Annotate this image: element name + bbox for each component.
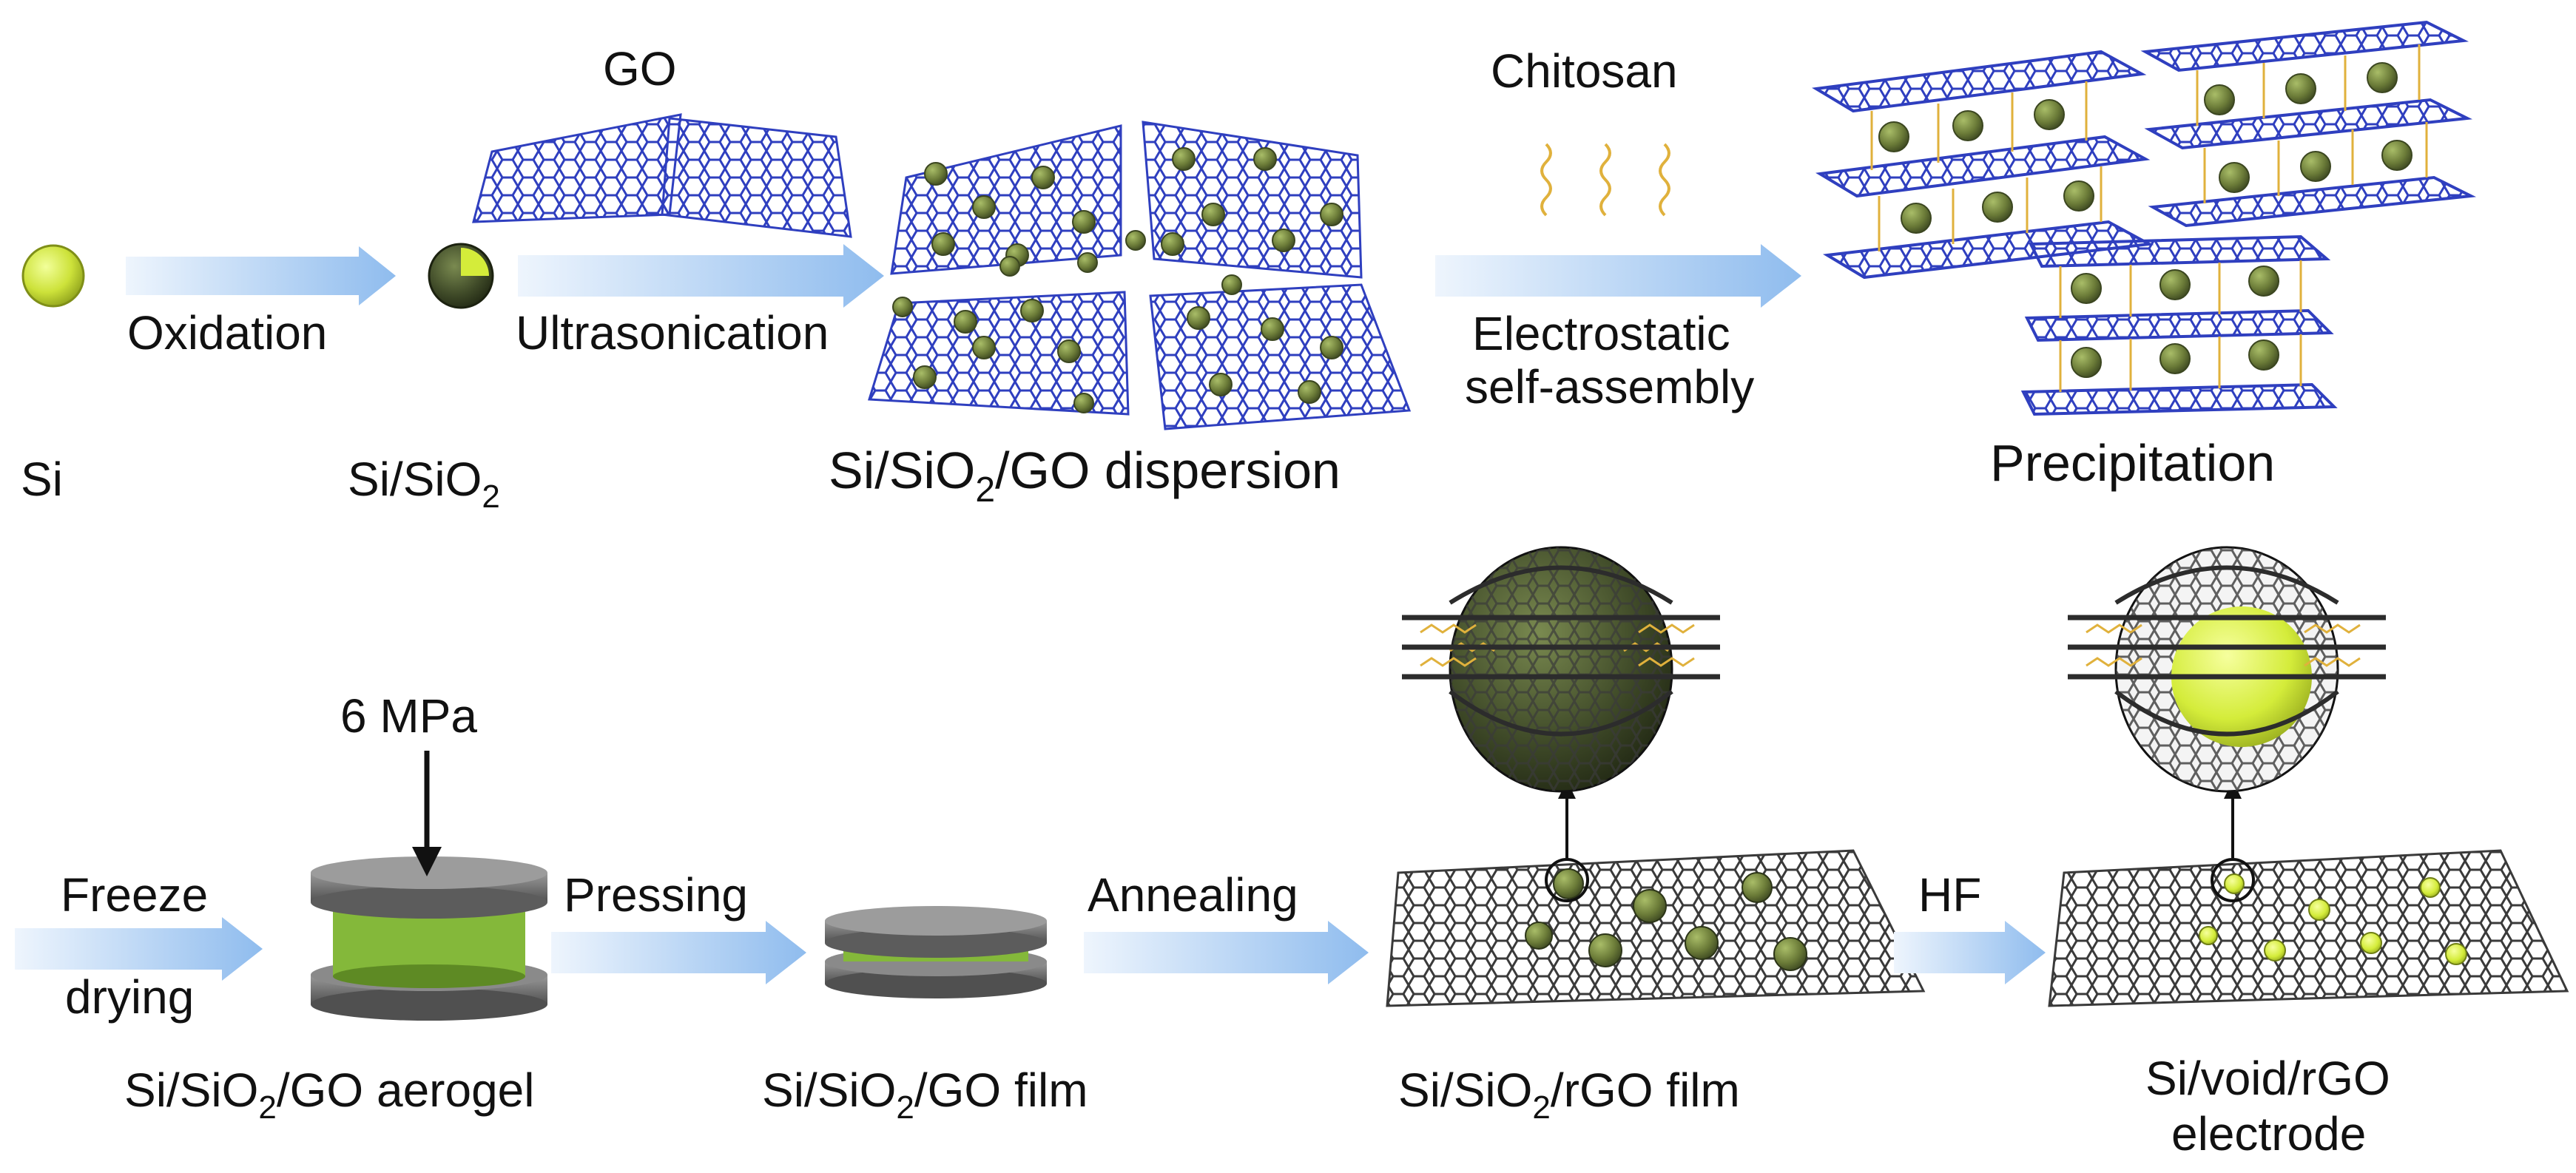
electrode-sheet-icon xyxy=(2048,849,2569,1007)
arrow-ultrasonication xyxy=(518,244,884,308)
label-si-sio2: Si/SiO2 xyxy=(348,453,500,515)
arrow-annealing xyxy=(1084,921,1369,984)
label-precipitation: Precipitation xyxy=(1990,434,2275,492)
arrow-self-assembly xyxy=(1435,244,1801,308)
rgo-film-sheet-icon xyxy=(1386,849,1926,1007)
precipitation-stack-2 xyxy=(2140,20,2477,228)
label-freeze: Freeze xyxy=(61,868,208,922)
label-go: GO xyxy=(603,42,677,95)
label-aerogel: Si/SiO2/GO aerogel xyxy=(124,1064,534,1126)
label-rgo-film: Si/SiO2/rGO film xyxy=(1398,1064,1740,1126)
si-sio2-particle-icon xyxy=(428,243,494,309)
arrow-oxidation xyxy=(126,246,396,305)
precipitation-stack-1 xyxy=(1812,50,2154,280)
arrow-hf xyxy=(1894,921,2046,984)
zoom-sio2-particle-icon xyxy=(1402,546,1720,793)
label-electrode-line2: electrode xyxy=(2171,1107,2366,1160)
label-dispersion: Si/SiO2/GO dispersion xyxy=(829,442,1341,510)
sio2-particles xyxy=(892,147,1343,413)
chitosan-icon xyxy=(1540,143,1670,217)
pressure-arrow-icon xyxy=(412,751,442,876)
label-electrode-line1: Si/void/rGO xyxy=(2145,1052,2390,1105)
label-hf: HF xyxy=(1918,868,1981,922)
label-chitosan: Chitosan xyxy=(1491,44,1678,98)
label-ultrasonication: Ultrasonication xyxy=(516,306,829,359)
aerogel-press-icon xyxy=(311,856,547,1021)
label-self-assembly: self-assembly xyxy=(1465,360,1754,413)
arrow-pressing xyxy=(551,921,806,984)
label-si: Si xyxy=(21,453,63,506)
label-electrostatic: Electrostatic xyxy=(1472,307,1730,360)
zoom-si-void-particle-icon xyxy=(2068,546,2386,793)
dispersion-sheets-icon xyxy=(868,121,1412,430)
precipitation-stack-3 xyxy=(2020,234,2338,416)
label-pressing: Pressing xyxy=(564,868,748,922)
label-oxidation: Oxidation xyxy=(127,306,327,359)
label-drying: drying xyxy=(65,970,194,1024)
pressed-film-icon xyxy=(825,906,1047,998)
label-annealing: Annealing xyxy=(1088,868,1298,922)
label-pressure: 6 MPa xyxy=(340,689,477,743)
arrow-freeze-drying xyxy=(15,917,263,981)
label-go-film: Si/SiO2/GO film xyxy=(762,1064,1088,1126)
si-particle-icon xyxy=(21,244,85,308)
go-sheet-icon xyxy=(472,113,852,238)
